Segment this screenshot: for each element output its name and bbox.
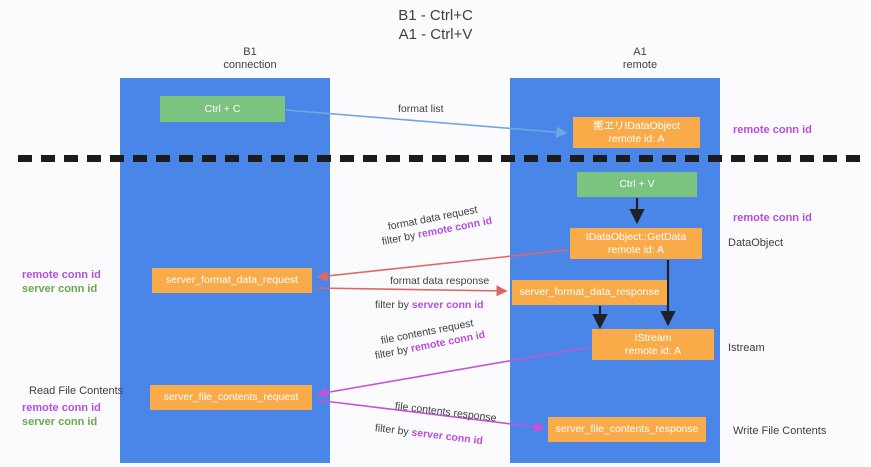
arrow-format-data-response: [315, 285, 508, 297]
node-label: IStream: [634, 331, 672, 344]
node-sublabel: remote id: A: [608, 132, 665, 145]
edge-filter-prefix: filter by: [380, 229, 420, 248]
divider-dash: [133, 155, 147, 162]
divider-dash: [225, 155, 239, 162]
annotation-write-file-contents: Write File Contents: [733, 424, 826, 438]
divider-dash: [731, 155, 745, 162]
diagram-title: B1 - Ctrl+C A1 - Ctrl+V: [398, 7, 473, 43]
divider-dash: [340, 155, 354, 162]
annotation-text: Write File Contents: [733, 425, 827, 437]
divider-dash: [156, 155, 170, 162]
node-sublabel: remote id: A: [607, 243, 665, 256]
node-server-format-data-request[interactable]: server_format_data_request: [152, 268, 312, 293]
node-label: Ctrl + C: [204, 102, 241, 115]
node-idataobject[interactable]: 嚮ヱリIDataObject remote id: A: [573, 117, 700, 148]
divider-dash: [110, 155, 124, 162]
node-label: server_format_data_response: [519, 286, 660, 298]
annotation-server-conn-id: server conn id: [22, 283, 98, 295]
edge-label-format-data-response: format data response: [390, 274, 489, 288]
edge-filter-key: server conn id: [410, 426, 484, 448]
divider-dash: [823, 155, 837, 162]
annotation-text: Read File Contents: [29, 385, 124, 397]
node-sublabel: remote id: A: [624, 344, 682, 357]
node-label: IDataObject::GetData: [585, 230, 687, 243]
edge-filter-key: server conn id: [411, 299, 484, 311]
divider-dash: [570, 155, 584, 162]
divider-dash: [754, 155, 768, 162]
divider-dash: [41, 155, 55, 162]
annotation-text: DataObject: [728, 237, 784, 249]
node-label: 嚮ヱリIDataObject: [593, 119, 680, 132]
annotation-remote-conn-id-mid: remote conn id: [733, 211, 812, 225]
divider-dash: [455, 155, 469, 162]
divider-dash: [478, 155, 492, 162]
divider-dash: [777, 155, 791, 162]
edge-label-text: format list: [398, 103, 444, 115]
node-istream[interactable]: IStream remote id: A: [592, 329, 714, 360]
divider-dash: [271, 155, 285, 162]
node-server-format-data-response[interactable]: server_format_data_response: [512, 280, 667, 305]
divider-dash: [524, 155, 538, 162]
annotation-istream: Istream: [728, 341, 765, 355]
node-idataobject-getdata[interactable]: IDataObject::GetData remote id: A: [570, 228, 702, 259]
divider-dash: [248, 155, 262, 162]
annotation-left-conn-ids-2: remote conn id server conn id: [22, 401, 101, 429]
divider-dash: [363, 155, 377, 162]
annotation-data-object: DataObject: [728, 236, 783, 250]
divider-dash: [685, 155, 699, 162]
column-header-b1: B1 connection: [223, 46, 277, 71]
divider-dash: [179, 155, 193, 162]
edge-filter-prefix: filter by: [375, 299, 412, 311]
annotation-text: Istream: [728, 342, 765, 354]
node-label: server_file_contents_request: [163, 391, 299, 403]
edge-label-format-list: format list: [398, 102, 444, 116]
divider-dash: [800, 155, 814, 162]
divider-dash: [386, 155, 400, 162]
annotation-remote-conn-id: remote conn id: [22, 402, 101, 414]
node-label: server_file_contents_response: [555, 423, 699, 435]
annotation-text: remote conn id: [733, 124, 812, 136]
divider-dash: [294, 155, 308, 162]
phase-divider-dashed-line: [18, 155, 870, 162]
divider-dash: [501, 155, 515, 162]
divider-dash: [18, 155, 32, 162]
edge-filter-prefix: filter by: [373, 343, 413, 362]
divider-dash: [432, 155, 446, 162]
divider-dash: [639, 155, 653, 162]
divider-dash: [87, 155, 101, 162]
edge-filter-format-data-response: filter by server conn id: [375, 298, 484, 312]
divider-dash: [317, 155, 331, 162]
node-server-file-contents-response[interactable]: server_file_contents_response: [548, 417, 706, 442]
divider-dash: [708, 155, 722, 162]
edge-label-text: format data response: [390, 275, 490, 287]
annotation-server-conn-id: server conn id: [22, 416, 98, 428]
annotation-read-file-contents: Read File Contents: [29, 384, 123, 398]
edge-filter-file-contents-response: filter by server conn id: [374, 421, 483, 448]
divider-dash: [547, 155, 561, 162]
column-header-a1: A1 remote: [622, 46, 658, 71]
annotation-remote-conn-id-top: remote conn id: [733, 123, 812, 137]
divider-dash: [64, 155, 78, 162]
edge-filter-prefix: filter by: [374, 422, 413, 439]
divider-dash: [616, 155, 630, 162]
divider-dash: [846, 155, 860, 162]
annotation-text: remote conn id: [733, 212, 812, 224]
node-label: server_format_data_request: [166, 274, 298, 286]
node-ctrl-c[interactable]: Ctrl + C: [160, 96, 285, 122]
divider-dash: [593, 155, 607, 162]
edge-label-file-contents-response: file contents response: [394, 399, 497, 425]
divider-dash: [662, 155, 676, 162]
divider-dash: [202, 155, 216, 162]
node-ctrl-v[interactable]: Ctrl + V: [577, 172, 697, 197]
edge-label-text: file contents response: [394, 400, 498, 425]
node-label: Ctrl + V: [619, 178, 655, 190]
node-server-file-contents-request[interactable]: server_file_contents_request: [150, 385, 312, 410]
annotation-left-conn-ids: remote conn id server conn id: [22, 268, 101, 296]
annotation-remote-conn-id: remote conn id: [22, 269, 101, 281]
divider-dash: [409, 155, 423, 162]
